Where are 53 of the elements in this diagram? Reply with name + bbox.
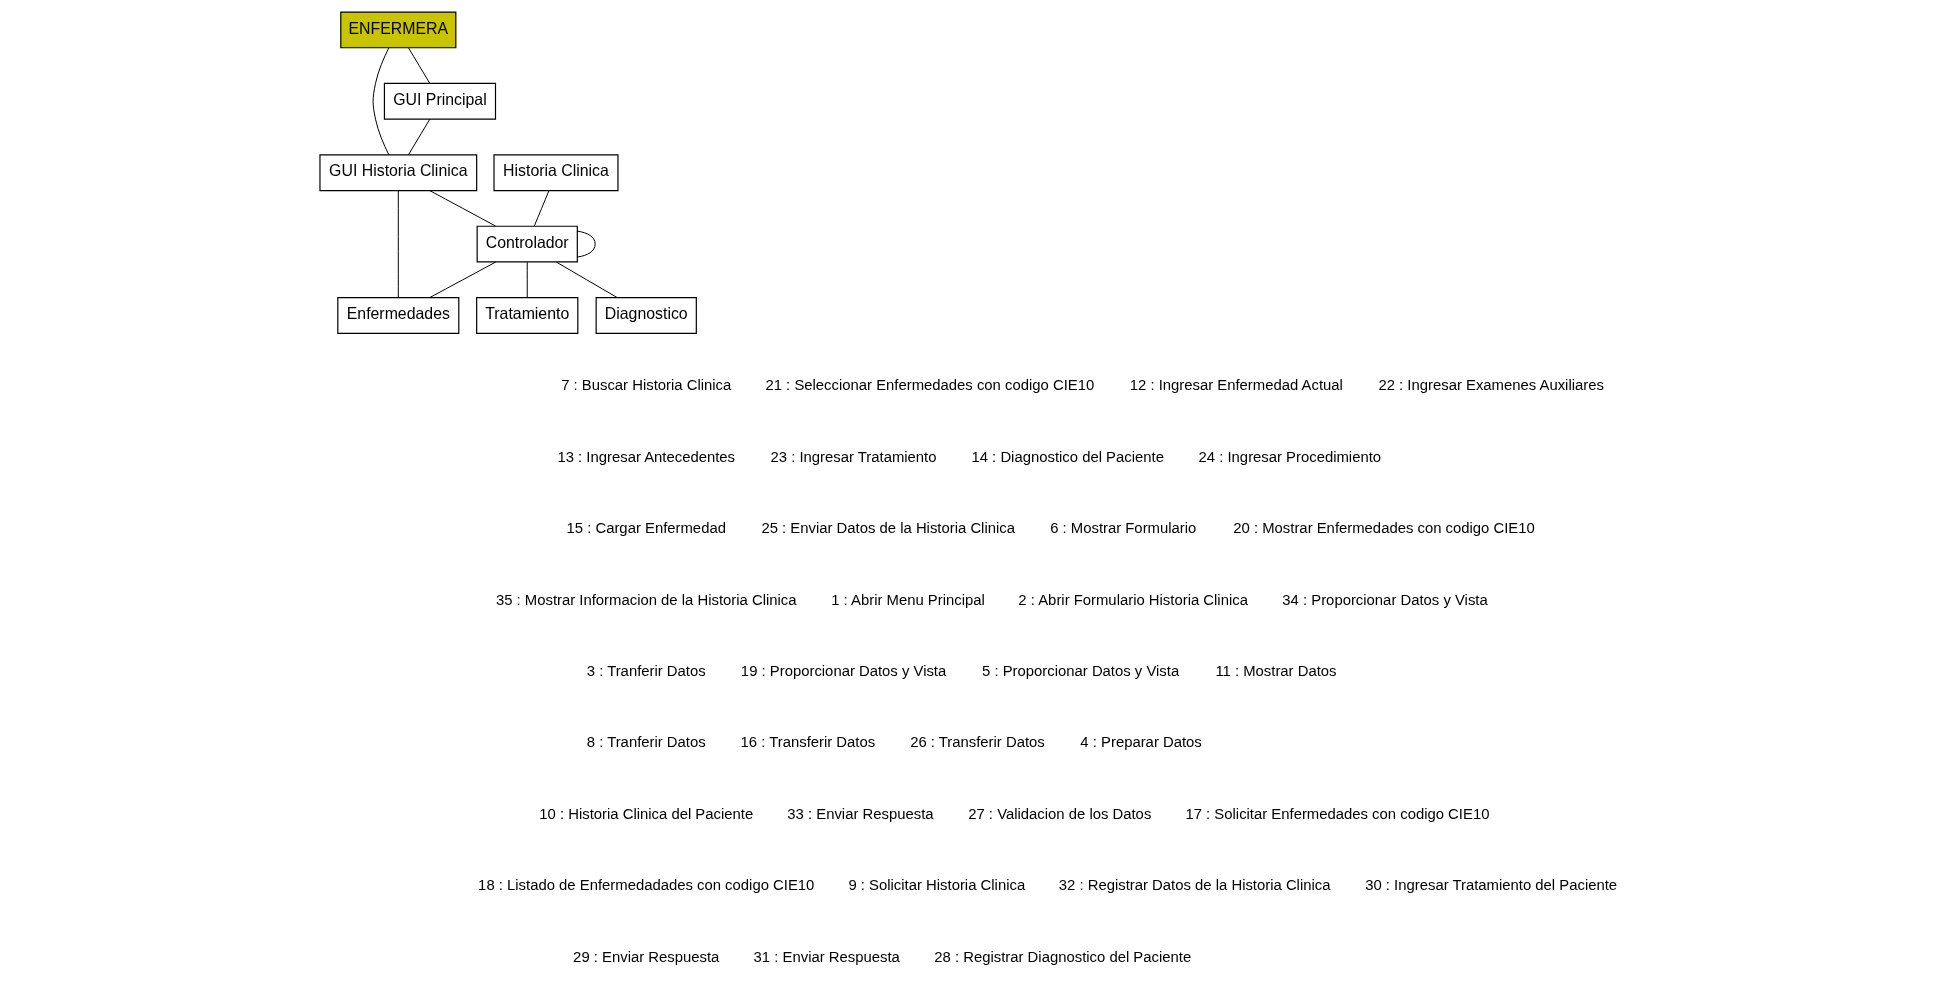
label: 22 : Ingresar Examenes Auxiliares	[1378, 377, 1604, 394]
label: 20 : Mostrar Enfermedades con codigo CIE10	[1233, 520, 1535, 537]
label: 12 : Ingresar Enfermedad Actual	[1129, 377, 1343, 394]
connector	[577, 230, 596, 258]
label: 3 : Tranferir Datos	[586, 662, 706, 679]
label: 27 : Validacion de los Datos	[968, 805, 1152, 822]
label: 29 : Enviar Respuesta	[573, 948, 720, 965]
label: 1 : Abrir Menu Principal	[831, 591, 985, 608]
label: 18 : Listado de Enfermedadades con codigo CIE10	[478, 877, 815, 894]
label: 9 : Solicitar Historia Clinica	[848, 877, 1026, 894]
label: 17 : Solicitar Enfermedades con codigo CIE10	[1185, 805, 1490, 822]
node-box: Diagnostico	[595, 297, 697, 334]
connector	[555, 261, 618, 298]
node-box: GUI Historia Clinica	[319, 154, 478, 192]
label: 24 : Ingresar Procedimiento	[1198, 448, 1382, 465]
label: 31 : Enviar Respuesta	[753, 948, 900, 965]
connector	[526, 261, 528, 299]
label: 28 : Registrar Diagnostico del Paciente	[934, 948, 1192, 965]
node-box: Tratamiento	[476, 297, 579, 334]
label: 14 : Diagnostico del Paciente	[971, 448, 1164, 465]
label: 11 : Mostrar Datos	[1215, 662, 1337, 679]
label: 33 : Enviar Respuesta	[787, 805, 934, 822]
connector	[533, 190, 550, 227]
connector	[429, 190, 497, 227]
label: 25 : Enviar Datos de la Historia Clinica	[761, 520, 1015, 537]
label: 10 : Historia Clinica del Paciente	[539, 805, 754, 822]
node-box: ENFERMERA	[340, 11, 457, 49]
connector	[408, 118, 431, 156]
label: 4 : Preparar Datos	[1080, 734, 1202, 751]
connector	[372, 47, 390, 156]
label: 13 : Ingresar Antecedentes	[557, 448, 736, 465]
node-box: Historia Clinica	[493, 154, 619, 192]
label: 7 : Buscar Historia Clinica	[561, 377, 732, 394]
label: 2 : Abrir Formulario Historia Clinica	[1018, 591, 1248, 608]
connector	[429, 261, 497, 298]
label: 5 : Proporcionar Datos y Vista	[982, 662, 1180, 679]
label: 23 : Ingresar Tratamiento	[770, 448, 937, 465]
node-box: Enfermedades	[337, 297, 460, 334]
connector	[408, 47, 431, 84]
node-box: GUI Principal	[383, 82, 497, 120]
label: 8 : Tranferir Datos	[586, 734, 706, 751]
label: 21 : Seleccionar Enfermedades con codigo CIE10	[765, 377, 1095, 394]
label: 16 : Transferir Datos	[740, 734, 876, 751]
label: 26 : Transferir Datos	[910, 734, 1045, 751]
label: 15 : Cargar Enfermedad	[566, 520, 726, 537]
label: 34 : Proporcionar Datos y Vista	[1282, 591, 1488, 608]
label: 30 : Ingresar Tratamiento del Paciente	[1365, 877, 1618, 894]
label: 6 : Mostrar Formulario	[1050, 520, 1197, 537]
label: 32 : Registrar Datos de la Historia Clinica	[1058, 877, 1331, 894]
node-box: Controlador	[476, 225, 578, 263]
connector	[397, 190, 399, 298]
label: 35 : Mostrar Informacion de la Historia Clinica	[495, 591, 797, 608]
label: 19 : Proporcionar Datos y Vista	[740, 662, 947, 679]
